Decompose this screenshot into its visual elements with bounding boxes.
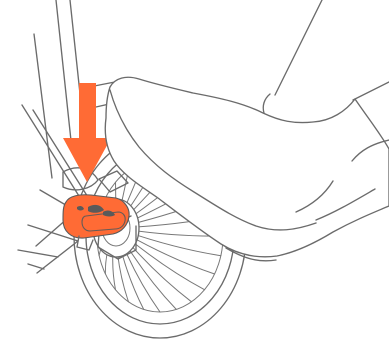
shoe-pressing-pedal xyxy=(105,0,389,261)
